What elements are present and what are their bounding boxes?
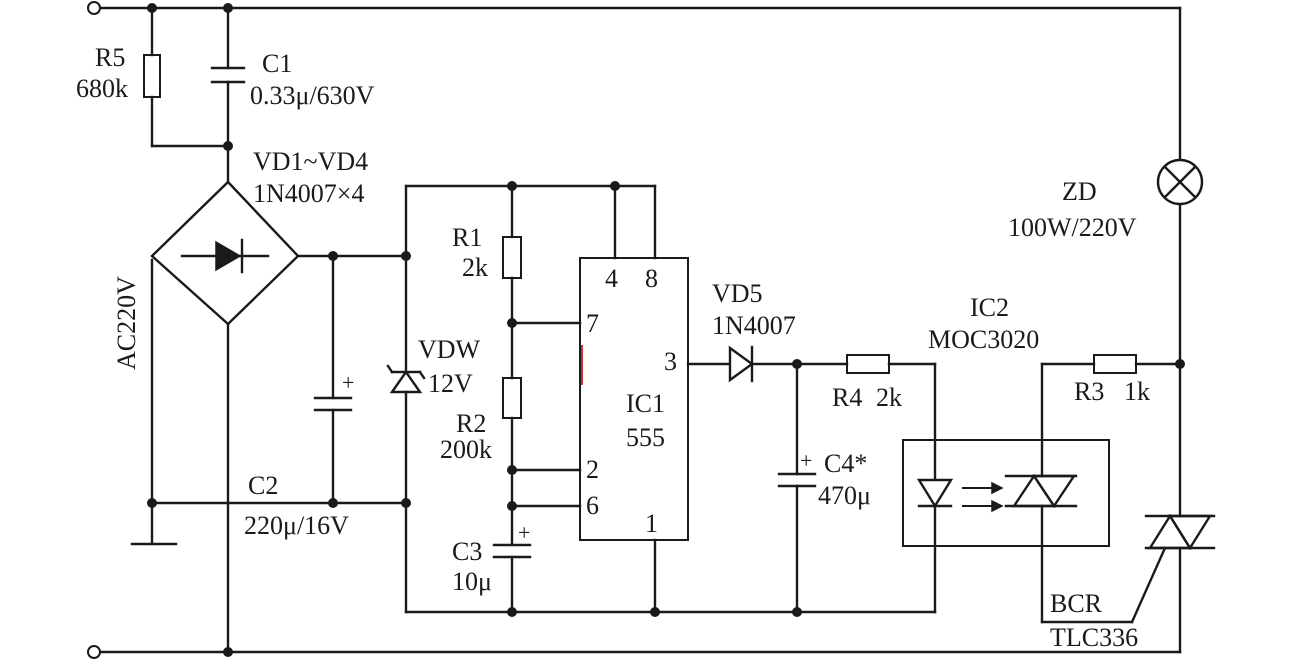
ic1-pin8: 8 <box>645 264 658 293</box>
ic1-555-box <box>579 257 689 541</box>
c1-value: 0.33μ/630V <box>250 81 375 110</box>
ic1-pin6: 6 <box>586 491 599 520</box>
triac-icon <box>1144 513 1216 551</box>
bridge-value: 1N4007×4 <box>253 179 364 208</box>
bcr-name: BCR <box>1050 589 1103 618</box>
capacitor-icon <box>777 472 817 488</box>
c4-name: C4* <box>824 449 867 478</box>
ic1-pin4: 4 <box>605 264 618 293</box>
triac-icon <box>1004 473 1078 509</box>
c2-value: 220μ/16V <box>244 511 349 540</box>
capacitor-icon <box>492 543 532 559</box>
r2-value: 200k <box>440 435 492 464</box>
vdw-value: 12V <box>428 369 473 398</box>
bcr-value: TLC336 <box>1050 623 1138 652</box>
c3-name: C3 <box>452 537 482 566</box>
c4-value: 470μ <box>818 481 871 510</box>
c1-name: C1 <box>262 49 292 78</box>
c3-plus: + <box>518 520 530 545</box>
r3-name: R3 <box>1074 377 1104 406</box>
r3-value: 1k <box>1124 377 1150 406</box>
resistor-icon <box>502 377 522 419</box>
resistor-icon <box>1093 354 1137 374</box>
vdw-name: VDW <box>418 335 481 364</box>
c2-plus: + <box>342 370 354 395</box>
r5-value: 680k <box>76 74 128 103</box>
vd5-value: 1N4007 <box>712 311 796 340</box>
resistor-icon <box>143 54 161 98</box>
vd5-name: VD5 <box>712 279 763 308</box>
ic1-type: 555 <box>626 423 665 452</box>
ic2-name: IC2 <box>970 293 1009 322</box>
c3-value: 10μ <box>452 567 492 596</box>
lamp-name: ZD <box>1062 177 1097 206</box>
ac-input-label: AC220V <box>112 276 141 370</box>
r4-name: R4 <box>832 383 862 412</box>
r1-value: 2k <box>462 253 488 282</box>
lamp-icon <box>1156 158 1204 206</box>
r4-value: 2k <box>876 383 902 412</box>
zener-diode-icon <box>386 364 426 394</box>
capacitor-icon <box>210 66 246 84</box>
ic2-optocoupler-box <box>902 439 1110 547</box>
junction-dots <box>147 3 1185 657</box>
led-icon <box>916 478 954 509</box>
resistor-icon <box>502 236 522 279</box>
lamp-value: 100W/220V <box>1008 213 1137 242</box>
r5-name: R5 <box>95 43 125 72</box>
r1-name: R1 <box>452 223 482 252</box>
light-arrows <box>962 481 1004 513</box>
ic1-pin1: 1 <box>645 509 658 538</box>
ic1-name: IC1 <box>626 389 665 418</box>
terminal-icon <box>87 1 101 15</box>
bridge-name: VD1~VD4 <box>253 147 368 176</box>
bridge-rectifier-icon <box>150 180 300 326</box>
diode-icon <box>728 345 755 383</box>
resistor-icon <box>846 354 890 374</box>
c4-plus: + <box>800 448 812 473</box>
capacitor-icon <box>313 396 353 412</box>
ic1-pin2: 2 <box>586 455 599 484</box>
terminal-icon <box>87 645 101 659</box>
ic1-pin3: 3 <box>664 347 677 376</box>
r2-name: R2 <box>456 409 486 438</box>
ic1-pin7: 7 <box>586 309 599 338</box>
ic2-type: MOC3020 <box>928 325 1039 354</box>
c2-name: C2 <box>248 471 278 500</box>
